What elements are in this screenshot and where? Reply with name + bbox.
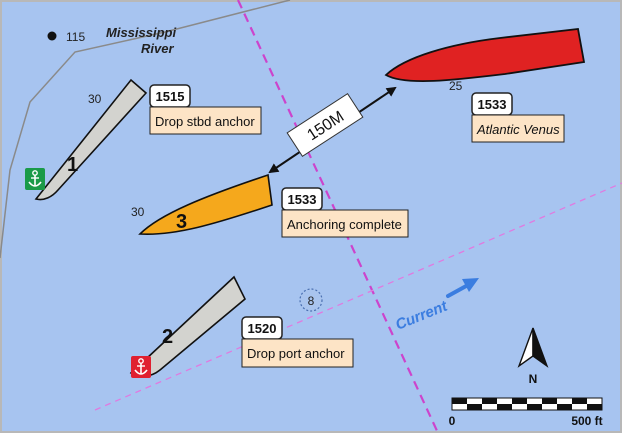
atlantic-venus-time: 1533 — [478, 97, 507, 112]
vessel-3-caption-box — [281, 209, 409, 238]
vessel-3-time: 1533 — [288, 192, 317, 207]
vessel-1-number: 1 — [67, 154, 78, 176]
buoy-marker — [299, 288, 323, 312]
scale-bar — [451, 397, 603, 411]
channel-line-secondary — [94, 182, 622, 411]
depth-30-top: 30 — [88, 92, 102, 106]
port-anchor-icon — [131, 356, 151, 378]
channel-line-main — [237, 0, 439, 433]
shoreline — [0, 0, 291, 259]
vessel-1-caption: Drop stbd anchor — [155, 114, 255, 129]
atlantic-venus-name-box — [471, 114, 565, 143]
vessel-1-time: 1515 — [156, 89, 185, 104]
river-label-line2: River — [141, 41, 174, 56]
atlantic-venus-name: Atlantic Venus — [476, 122, 560, 137]
sounding-115-label: 115 — [66, 30, 85, 44]
north-label: N — [529, 372, 538, 386]
vessel-3-number: 3 — [176, 211, 187, 233]
north-arrow-icon — [517, 327, 549, 368]
atlantic-venus-ship — [384, 28, 586, 83]
distance-label-box — [286, 92, 364, 158]
buoy-label: 8 — [308, 294, 315, 308]
vessel-2-time: 1520 — [248, 321, 277, 336]
river-label-line1: Mississippi — [106, 25, 176, 40]
vessel-2-number: 2 — [162, 326, 173, 348]
vessel-1-caption-box — [149, 106, 262, 135]
vessel-3-caption: Anchoring complete — [287, 217, 402, 232]
depth-25: 25 — [449, 79, 463, 93]
current-arrow-icon — [446, 278, 479, 298]
vessel-2-caption: Drop port anchor — [247, 346, 345, 361]
vessel-3-hull — [138, 173, 273, 236]
scale-end-label: 500 ft — [571, 414, 602, 428]
vessel-2-caption-box — [241, 338, 354, 368]
vessel-1-hull — [34, 78, 148, 201]
scale-start-label: 0 — [449, 414, 456, 428]
sounding-dot — [47, 31, 57, 41]
depth-30-mid: 30 — [131, 205, 145, 219]
starboard-anchor-icon — [25, 168, 45, 190]
